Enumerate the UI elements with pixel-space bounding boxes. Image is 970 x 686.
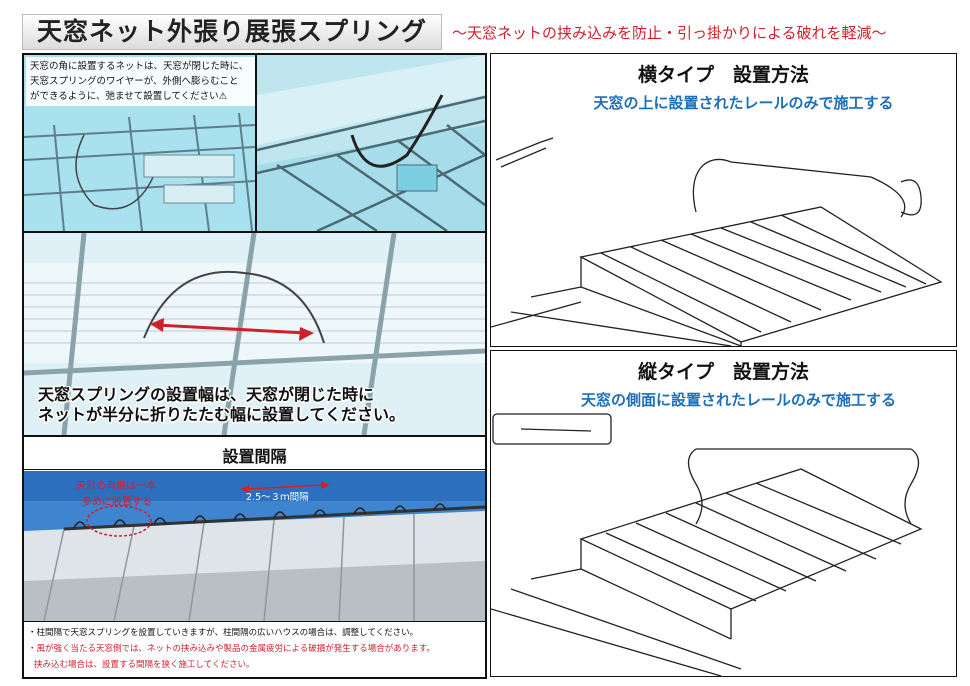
panel-horizontal-type: 横タイプ 設置方法 天窓の上に設置されたレールのみで施工する — [490, 53, 957, 347]
caption-line: ネットが半分に折りたたむ幅に設置してください。 — [38, 405, 406, 424]
install-width-illustration — [24, 233, 485, 435]
note-line: 天窓の角に設置するネットは、天窓が閉じた時に、 — [30, 61, 249, 72]
vertical-type-diagram — [491, 413, 923, 676]
spacing-heading: 設置間隔 — [222, 447, 287, 466]
page-subtitle: ～天窓ネットの挟み込みを防止・引っ掛かりによる破れを軽減～ — [452, 24, 887, 42]
panel-vertical-type: 縦タイプ 設置方法 天窓の側面に設置されたレールのみで施工する — [490, 350, 957, 677]
spacing-photo-illustration — [24, 471, 485, 621]
horizontal-type-diagram — [491, 137, 943, 346]
install-width-caption: 天窓スプリングの設置幅は、天窓が閉じた時に ネットが半分に折りたたむ幅に設置して… — [38, 385, 478, 425]
page-title: 天窓ネット外張り展張スプリング — [22, 14, 442, 50]
corner-slack-note: 天窓の角に設置するネットは、天窓が閉じた時に、 天窓スプリングのワイヤーが、外側… — [26, 57, 256, 106]
panel-install-width: 天窓スプリングの設置幅は、天窓が閉じた時に ネットが半分に折りたたむ幅に設置して… — [22, 231, 487, 437]
vertical-type-subheading: 天窓の側面に設置されたレールのみで施工する — [580, 391, 896, 409]
spacing-note-2: ・風が強く当たる天窓側では、ネットの挟み込みや製品の金属疲労による破損が発生する… — [28, 644, 435, 654]
roof-wire-illustration — [257, 55, 485, 231]
panel-roof-wire — [255, 53, 487, 233]
horizontal-type-heading: 横タイプ 設置方法 — [637, 64, 809, 86]
vertical-type-heading: 縦タイプ 設置方法 — [637, 361, 809, 383]
spacing-note-1: ・柱間隔で天窓スプリングを設置していきますが、柱間隔の広いハウスの場合は、調整し… — [28, 628, 419, 638]
note-line: 天窓スプリングのワイヤーが、外側へ膨らむこと — [30, 76, 239, 87]
caption-line: 天窓スプリングの設置幅は、天窓が閉じた時に — [38, 385, 375, 404]
spacing-note-3: 挟み込む場合は、設置する間隔を狭く施工してください。 — [34, 660, 255, 670]
spacing-label-ends-2: 多めに設置する — [82, 497, 152, 508]
spacing-label-ends-1: 天窓の両端は一本 — [76, 481, 156, 492]
spacing-label-interval: 2.5～３ｍ間隔 — [246, 492, 309, 503]
panel-corner-slack: 天窓の角に設置するネットは、天窓が閉じた時に、 天窓スプリングのワイヤーが、外側… — [22, 53, 258, 233]
horizontal-type-subheading: 天窓の上に設置されたレールのみで施工する — [593, 94, 894, 112]
note-line: ができるように、弛ませて設置してください⚠ — [30, 91, 228, 102]
panel-spacing: 設置間隔 天窓の両端は一本 多めに設置する 2.5～３ｍ間隔 ・柱間隔で天窓スプ… — [22, 435, 487, 679]
